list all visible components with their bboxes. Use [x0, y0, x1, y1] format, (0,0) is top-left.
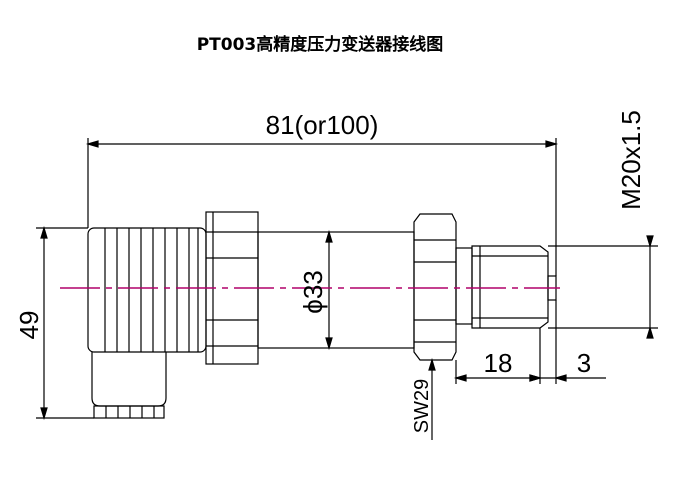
diagram-title: PT003高精度压力变送器接线图: [196, 35, 444, 55]
connector-housing: [87, 227, 207, 353]
dim-overall-length: [85, 138, 559, 276]
dim-height: [36, 225, 94, 421]
tip-length-label: 3: [577, 348, 591, 378]
height-label: 49: [14, 311, 44, 340]
dim-thread-length: [453, 300, 606, 384]
thread-label: M20x1.5: [616, 110, 646, 210]
thread-fitting: [455, 245, 557, 329]
dim-wrench-leader: [428, 357, 436, 440]
hex-nut: [413, 213, 457, 361]
diameter-label: ϕ33: [298, 270, 328, 313]
overall-length-label: 81(or100): [266, 110, 379, 140]
dim-diameter: [325, 229, 333, 351]
wrench-label: SW29: [411, 379, 433, 433]
main-body: [257, 231, 415, 349]
connector-plug: [91, 352, 167, 419]
dim-thread: [548, 235, 658, 339]
thread-length-label: 18: [484, 348, 513, 378]
